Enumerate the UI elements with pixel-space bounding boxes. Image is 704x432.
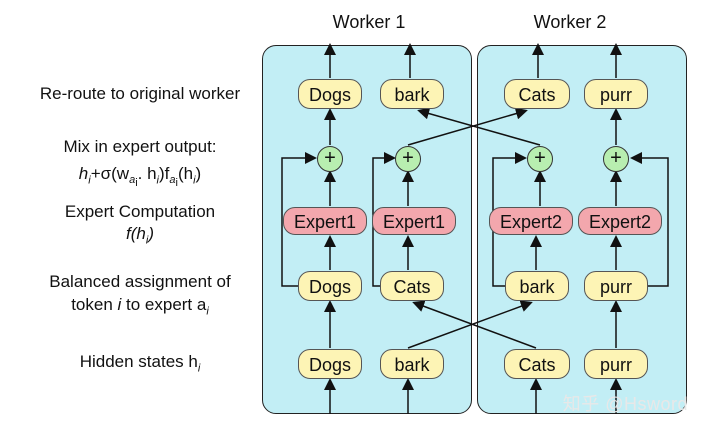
label-hidden: Hidden states hi: [79, 352, 201, 375]
expert-1-b: Expert1: [372, 207, 456, 235]
output-token-purr: purr: [584, 79, 648, 109]
assigned-token-purr: purr: [584, 271, 648, 301]
hidden-token-bark: bark: [380, 349, 444, 379]
label-reroute: Re-route to original worker: [39, 84, 241, 103]
assigned-token-bark: bark: [505, 271, 569, 301]
label-mix-formula: hi+σ(wai. hi)fai(hi): [78, 164, 202, 190]
hidden-token-purr: purr: [584, 349, 648, 379]
expert-2-a: Expert2: [489, 207, 573, 235]
output-token-bark: bark: [380, 79, 444, 109]
hidden-token-cats: Cats: [504, 349, 570, 379]
assigned-token-cats: Cats: [380, 271, 444, 301]
watermark-text: 知乎 @Hsword: [562, 394, 688, 414]
mix-plus-1: +: [317, 146, 343, 172]
label-mix: Mix in expert output:: [63, 137, 217, 156]
label-balanced-2: token i to expert ai: [71, 295, 209, 318]
mix-plus-4: +: [603, 146, 629, 172]
output-token-cats: Cats: [504, 79, 570, 109]
mix-plus-3: +: [527, 146, 553, 172]
watermark: 知乎 @Hsword: [563, 390, 688, 416]
worker-2-title: Worker 2: [533, 12, 607, 32]
hidden-token-dogs: Dogs: [298, 349, 362, 379]
worker-1-title: Worker 1: [332, 12, 406, 32]
output-token-dogs: Dogs: [298, 79, 362, 109]
mix-plus-2: +: [395, 146, 421, 172]
expert-2-b: Expert2: [578, 207, 662, 235]
label-expert-formula: f(hi): [126, 224, 154, 247]
label-expert-computation: Expert Computation: [64, 202, 216, 221]
assigned-token-dogs: Dogs: [298, 271, 362, 301]
expert-1-a: Expert1: [283, 207, 367, 235]
label-balanced: Balanced assignment of: [49, 272, 231, 291]
